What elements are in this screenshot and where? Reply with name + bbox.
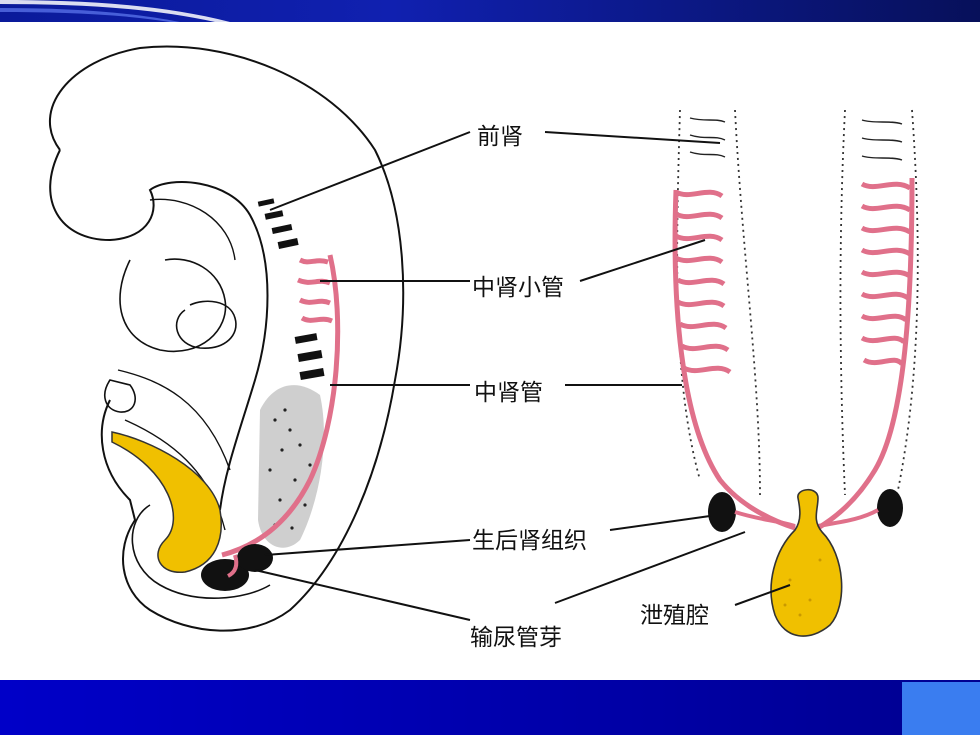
mesonephric-duct-right-left (672, 189, 796, 531)
label-metanephrogenic-tissue: 生后肾组织 (472, 528, 587, 554)
label-mesonephric-tubules: 中肾小管 (472, 275, 564, 301)
mesonephric-tubules-right-right-column (860, 181, 912, 366)
label-pronephros: 前肾 (477, 124, 523, 150)
label-mesonephric-duct: 中肾管 (474, 380, 543, 406)
mesonephric-duct-left (221, 254, 341, 558)
metanephrogenic-tissue-right (708, 489, 903, 532)
label-cloaca: 泄殖腔 (640, 603, 709, 629)
mesonephric-tubules-left (297, 257, 333, 324)
mesonephric-tubules-right-left-column (674, 189, 732, 375)
leader-lines (254, 131, 791, 621)
cloaca-right (770, 488, 843, 637)
bottom-accent-square (902, 682, 980, 735)
pronephros-remnants (257, 198, 325, 381)
label-ureteric-bud: 输尿管芽 (470, 625, 562, 651)
bottom-banner (0, 680, 980, 735)
ureteric-bud-left (226, 554, 239, 578)
stippled-mesoderm (258, 385, 324, 548)
top-banner (0, 0, 980, 22)
kidney-development-diagram (48, 45, 919, 637)
cloaca-left (111, 431, 222, 573)
banner-swoosh (0, 0, 230, 22)
mesonephric-duct-right-right (816, 177, 915, 531)
embryo-lateral-view (48, 45, 405, 632)
dorsal-view (672, 109, 919, 637)
pharyngeal-outline (119, 258, 227, 353)
embryo-outline (48, 45, 405, 632)
head-outline (49, 149, 269, 511)
